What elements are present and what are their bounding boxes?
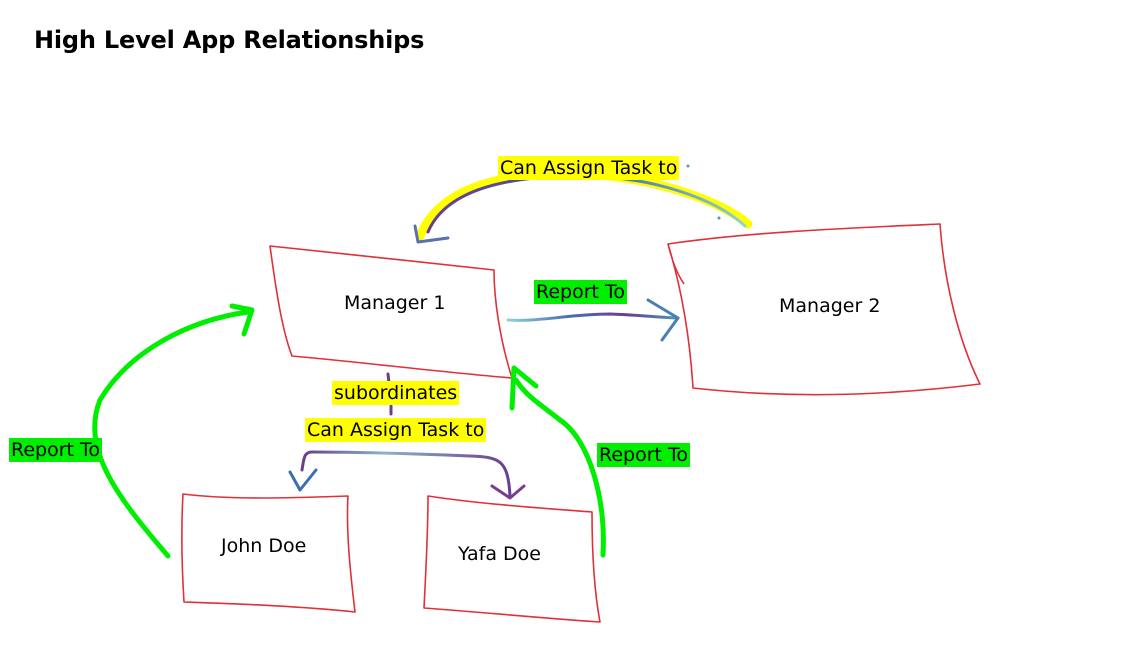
m1-to-m2-arrowhead [646, 298, 680, 342]
report-to-m2-tag: Report To [534, 280, 628, 304]
john-arrowhead [288, 468, 318, 492]
can-assign-top-highlight [415, 169, 753, 241]
can-assign-sub-arrow [300, 450, 512, 498]
report-to-right-tag: Report To [597, 443, 691, 467]
report-to-left-tag: Report To [9, 438, 103, 462]
john-doe-label: John Doe [221, 535, 307, 557]
john-box [181, 493, 356, 613]
can-assign-top-tag: Can Assign Task to [498, 156, 680, 180]
john-report-arrowhead [229, 303, 255, 337]
manager1-label: Manager 1 [344, 292, 446, 314]
manager2-label: Manager 2 [779, 295, 881, 317]
yafa-doe-label: Yafa Doe [458, 543, 541, 565]
m1-to-m2-arrow [506, 312, 680, 322]
yafa-report-arrowhead [509, 365, 539, 411]
subordinates-tag: subordinates [332, 381, 460, 405]
john-report-arrow [92, 309, 251, 559]
can-assign-top-arrowhead [413, 224, 450, 244]
stray-dot [717, 216, 721, 220]
manager2-box [667, 223, 981, 396]
yafa-arrowhead [490, 484, 526, 500]
can-assign-sub-tag: Can Assign Task to [305, 418, 487, 442]
yafa-box [423, 495, 601, 623]
stray-dot [686, 164, 690, 168]
page-title: High Level App Relationships [34, 26, 425, 54]
yafa-report-arrow [513, 377, 606, 558]
